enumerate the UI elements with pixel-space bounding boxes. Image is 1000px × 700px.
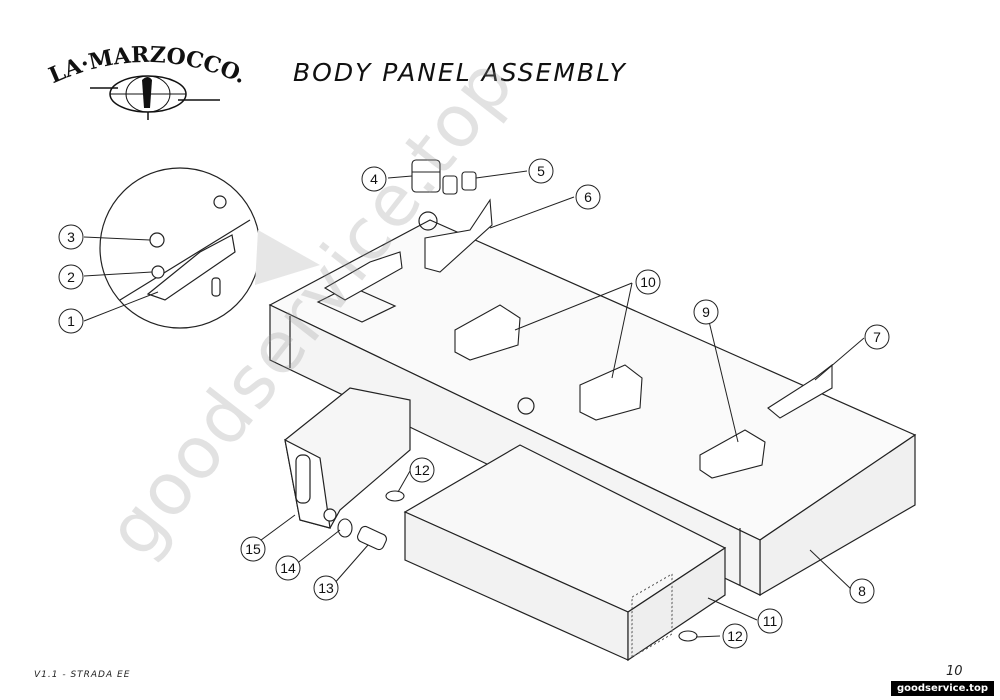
- callout-label: 10: [640, 274, 656, 290]
- callout-9: 9: [693, 299, 719, 325]
- callout-label: 4: [370, 171, 378, 187]
- bracket-1-main: [323, 251, 403, 301]
- callout-label: 14: [280, 560, 296, 576]
- bracket-9: [699, 429, 766, 479]
- callout-label: 6: [584, 189, 592, 205]
- wing-nut-12-bottom: [678, 630, 698, 642]
- callout-11: 11: [757, 608, 783, 634]
- callout-label: 3: [67, 229, 75, 245]
- callout-12-bottom: 12: [722, 623, 748, 649]
- callout-label: 1: [67, 313, 75, 329]
- bracket-10-front: [454, 304, 521, 361]
- hose-barb-13: [357, 525, 387, 551]
- la-marzocco-logo: LA·MARZOCCO.: [45, 42, 250, 120]
- callout-label: 9: [702, 304, 710, 320]
- site-badge[interactable]: goodservice.top: [891, 681, 994, 696]
- callout-label: 2: [67, 269, 75, 285]
- callout-3: 3: [58, 224, 84, 250]
- callout-5: 5: [528, 158, 554, 184]
- page-number: 10: [946, 664, 963, 679]
- cover-15: [284, 387, 411, 529]
- callout-label: 5: [537, 163, 545, 179]
- callout-label: 11: [763, 613, 778, 629]
- page-title: BODY PANEL ASSEMBLY: [293, 58, 627, 87]
- callout-6: 6: [575, 184, 601, 210]
- callout-label: 15: [245, 541, 261, 557]
- bracket-6: [424, 198, 493, 273]
- fitting-5: [442, 171, 477, 195]
- callout-label: 12: [414, 462, 430, 478]
- cable-gland-4: [411, 159, 441, 193]
- callout-14: 14: [275, 555, 301, 581]
- callout-7: 7: [864, 324, 890, 350]
- version-label: V1.1 - STRADA EE: [34, 670, 131, 680]
- nut-14: [337, 518, 353, 538]
- callout-4: 4: [361, 166, 387, 192]
- callout-label: 13: [318, 580, 334, 596]
- callout-15: 15: [240, 536, 266, 562]
- bracket-10-rear: [579, 364, 643, 421]
- callout-13: 13: [313, 575, 339, 601]
- callout-10: 10: [635, 269, 661, 295]
- callout-1: 1: [58, 308, 84, 334]
- drip-tray-11: [403, 444, 727, 662]
- callout-label: 12: [727, 628, 743, 644]
- callout-2: 2: [58, 264, 84, 290]
- wing-nut-12-top: [385, 490, 405, 502]
- bracket-7: [767, 363, 833, 419]
- detail-view: [99, 167, 320, 329]
- callout-8: 8: [849, 578, 875, 604]
- callout-12-top: 12: [409, 457, 435, 483]
- callout-label: 7: [873, 329, 881, 345]
- leader-lines: [83, 170, 865, 638]
- callout-label: 8: [858, 583, 866, 599]
